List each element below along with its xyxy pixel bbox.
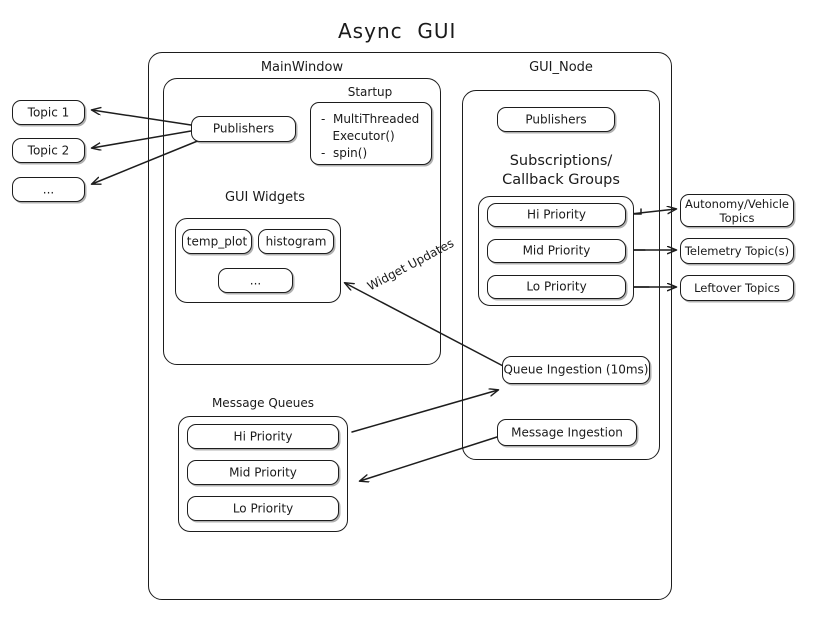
right-topic-leftover-label: Leftover Topics xyxy=(694,281,780,295)
edge-publishers-to-topic2 xyxy=(92,130,192,148)
main-window-publishers-box[interactable]: Publishers xyxy=(191,116,296,142)
queue-ingestion-label: Queue Ingestion (10ms) xyxy=(503,362,649,377)
main-window-title: MainWindow xyxy=(260,60,344,75)
edge-publishers-to-topic1 xyxy=(92,110,192,126)
left-topic-1[interactable]: Topic 1 xyxy=(12,100,85,125)
right-topic-telemetry[interactable]: Telemetry Topic(s) xyxy=(680,238,794,264)
gui-node-hi-priority-label: Hi Priority xyxy=(527,207,586,222)
queue-mid-priority-label: Mid Priority xyxy=(229,465,297,479)
right-topic-telemetry-label: Telemetry Topic(s) xyxy=(684,244,790,258)
gui-node-mid-priority[interactable]: Mid Priority xyxy=(487,239,626,263)
gui-widgets-title: GUI Widgets xyxy=(224,190,306,205)
queue-lo-priority-label: Lo Priority xyxy=(232,501,294,515)
queue-lo-priority[interactable]: Lo Priority xyxy=(187,496,339,521)
widget-more-label: ... xyxy=(249,273,262,287)
gui-node-lo-priority[interactable]: Lo Priority xyxy=(487,275,626,299)
gui-node-hi-priority[interactable]: Hi Priority xyxy=(487,203,626,227)
widget-temp-plot[interactable]: temp_plot xyxy=(182,229,252,254)
startup-title: Startup xyxy=(347,85,393,99)
left-topic-3-label: ... xyxy=(42,182,55,196)
widget-histogram[interactable]: histogram xyxy=(258,229,334,254)
queue-hi-priority-label: Hi Priority xyxy=(233,429,293,443)
main-window-container xyxy=(163,78,441,365)
left-topic-2-label: Topic 2 xyxy=(27,143,70,157)
gui-node-container xyxy=(462,90,660,460)
left-topic-2[interactable]: Topic 2 xyxy=(12,138,85,163)
queue-hi-priority[interactable]: Hi Priority xyxy=(187,424,339,449)
main-window-publishers-label: Publishers xyxy=(212,121,275,136)
message-ingestion-label: Message Ingestion xyxy=(511,425,623,439)
startup-lines: - MultiThreaded Executor() - spin() xyxy=(321,112,420,160)
diagram-outer-container xyxy=(148,52,672,600)
left-topic-3[interactable]: ... xyxy=(12,177,85,202)
edge-queues-to-queue-ingestion xyxy=(351,390,498,433)
right-topic-leftover[interactable]: Leftover Topics xyxy=(680,275,794,301)
message-queues-title: Message Queues xyxy=(211,396,315,410)
gui-node-lo-priority-label: Lo Priority xyxy=(526,279,587,294)
edge-hi-priority-to-autonomy xyxy=(629,209,676,215)
startup-box[interactable]: - MultiThreaded Executor() - spin() xyxy=(310,102,432,165)
gui-node-publishers-label: Publishers xyxy=(525,112,587,126)
edge-publishers-to-topic3 xyxy=(92,139,201,184)
edge-message-ingestion-to-queues xyxy=(360,436,498,481)
right-topic-autonomy-vehicle-label: Autonomy/Vehicle Topics xyxy=(684,196,790,225)
queue-ingestion-box[interactable]: Queue Ingestion (10ms) xyxy=(502,356,650,384)
right-topic-autonomy-vehicle[interactable]: Autonomy/Vehicle Topics xyxy=(680,194,794,227)
gui-node-publishers-box[interactable]: Publishers xyxy=(497,107,615,132)
edge-widget-updates xyxy=(345,283,506,368)
page-title: Async GUI xyxy=(338,19,457,43)
subscriptions-callback-groups-title: Subscriptions/ Callback Groups xyxy=(502,153,620,188)
message-ingestion-box[interactable]: Message Ingestion xyxy=(497,419,637,446)
widget-more[interactable]: ... xyxy=(218,268,293,293)
queue-mid-priority[interactable]: Mid Priority xyxy=(187,460,339,485)
widget-temp-plot-label: temp_plot xyxy=(186,234,248,248)
gui-node-title: GUI_Node xyxy=(529,60,593,75)
gui-node-mid-priority-label: Mid Priority xyxy=(522,243,591,258)
widget-histogram-label: histogram xyxy=(265,234,327,248)
left-topic-1-label: Topic 1 xyxy=(27,105,70,119)
